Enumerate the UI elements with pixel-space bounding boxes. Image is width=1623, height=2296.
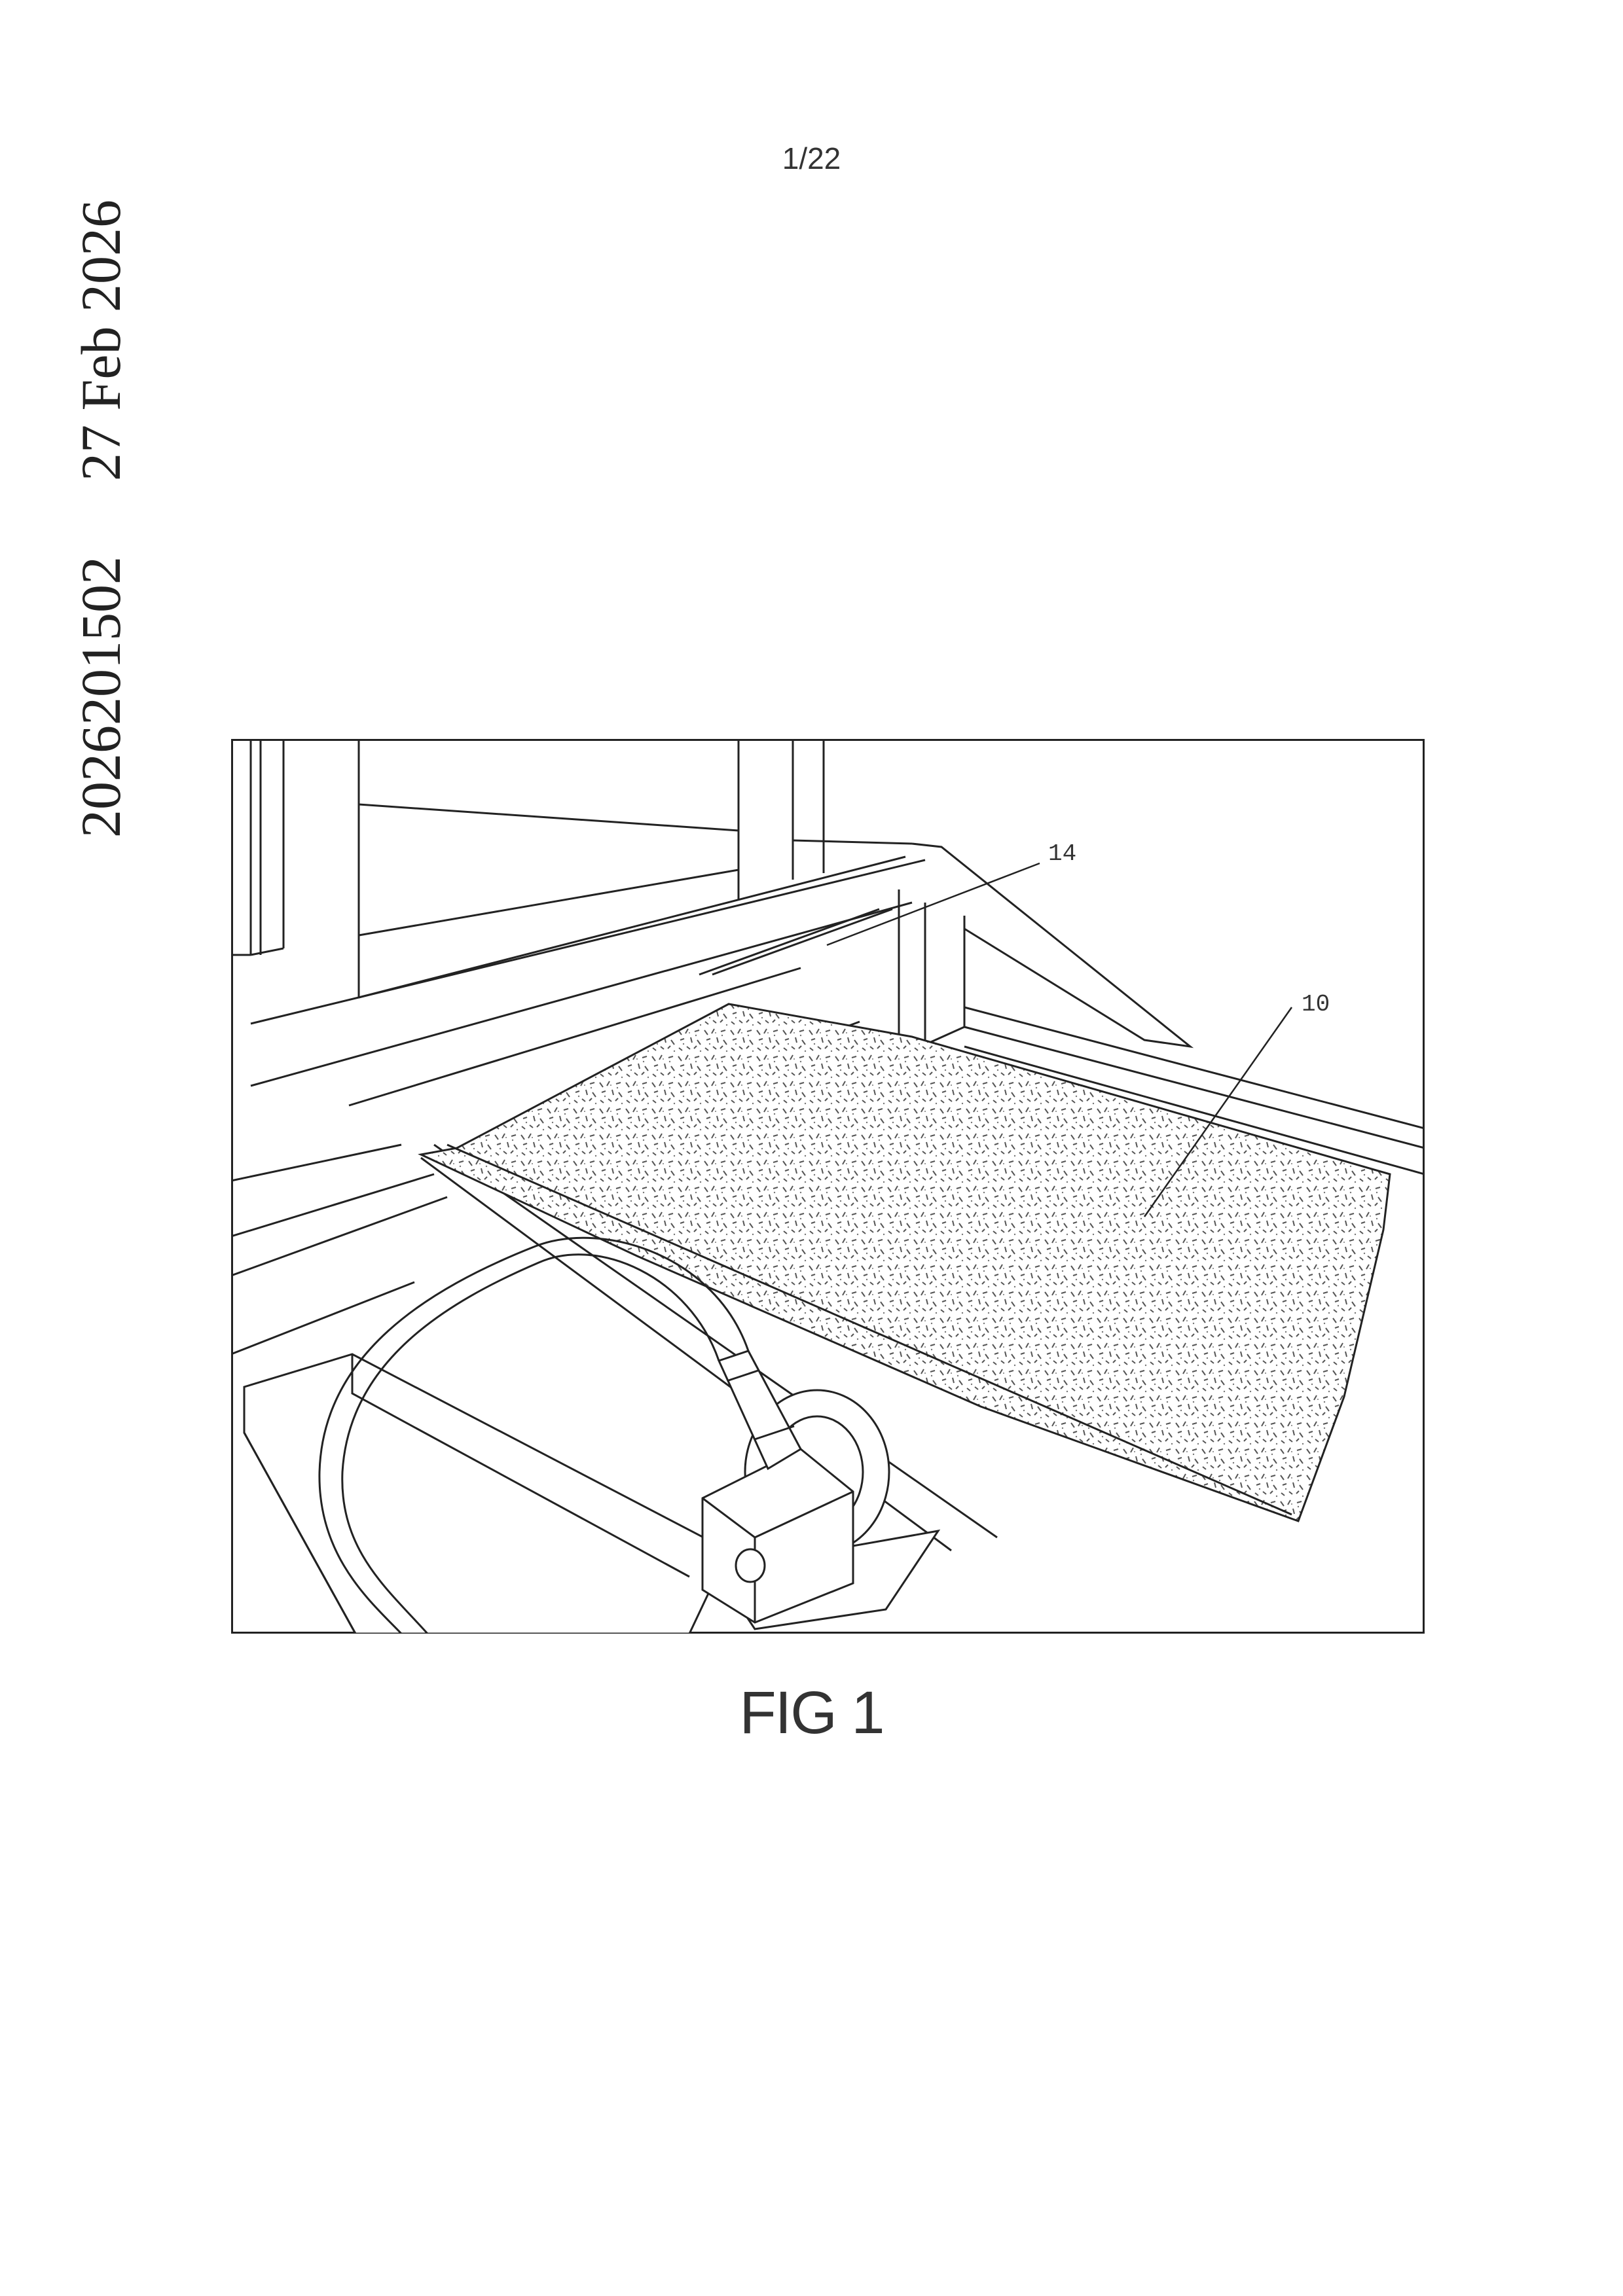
page-number: 1/22 (0, 141, 1623, 176)
reference-label-14: 14 (1048, 840, 1076, 867)
reference-label-10: 10 (1302, 991, 1330, 1018)
side-date-stamp: 27 Feb 2026 (68, 200, 134, 481)
figure-caption: FIG 1 (0, 1679, 1623, 1748)
side-application-number: 2026201502 (68, 556, 134, 838)
figure-1-drawing: 14 10 (231, 739, 1425, 1634)
